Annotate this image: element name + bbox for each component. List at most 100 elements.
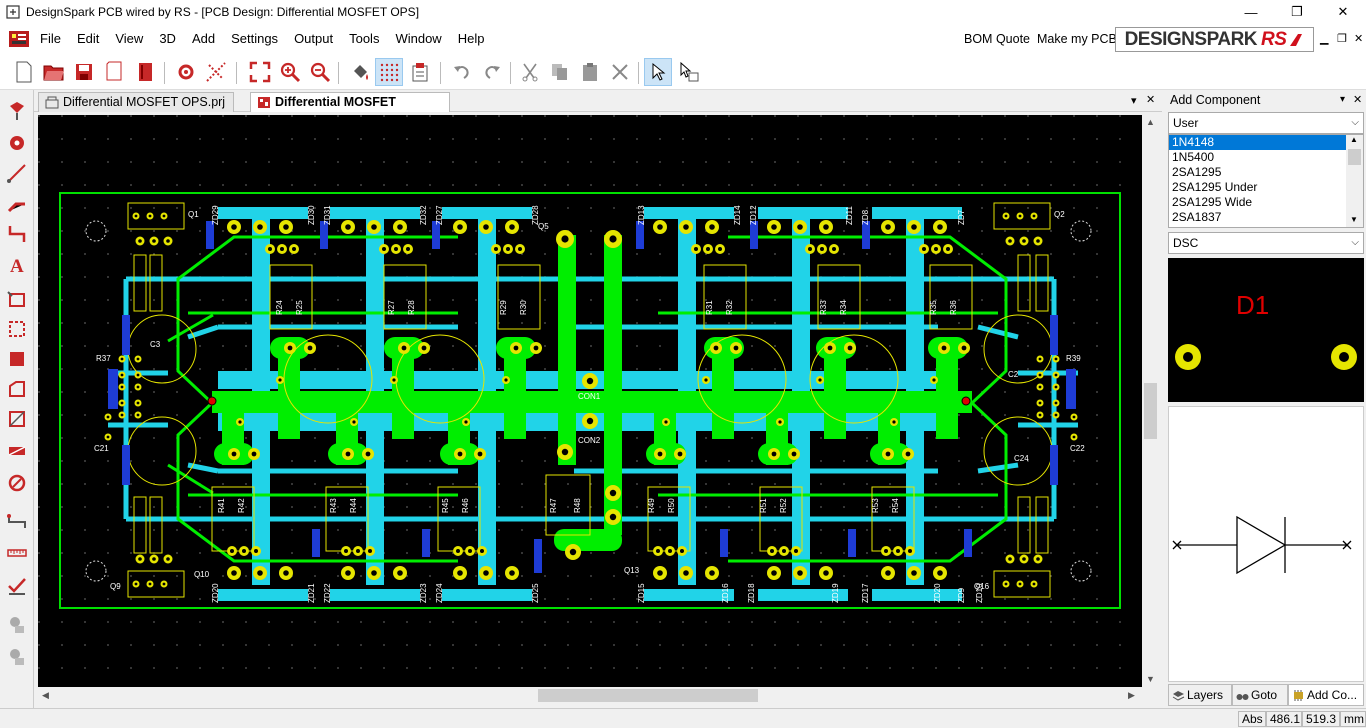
scroll-down-icon[interactable]: ▼ — [1146, 674, 1155, 684]
panel-pin-icon[interactable]: ▾ — [1340, 94, 1346, 105]
footprint-select[interactable]: DSC ⌵ — [1168, 232, 1364, 254]
route-tool-icon[interactable] — [4, 220, 30, 246]
scroll-right-icon[interactable]: ▶ — [1128, 690, 1135, 700]
menu-3d[interactable]: 3D — [159, 31, 176, 46]
connection-tool-icon[interactable] — [4, 160, 30, 186]
list-scroll-down-icon[interactable]: ▼ — [1350, 215, 1358, 224]
menu-output[interactable]: Output — [294, 31, 334, 46]
close-button[interactable]: ✕ — [1337, 4, 1349, 19]
save-icon[interactable] — [70, 58, 98, 86]
shape-tool-icon[interactable] — [4, 286, 30, 312]
tab-pcb-design[interactable]: Differential MOSFET OPS.pcb — [250, 92, 450, 128]
select-pointer-icon[interactable] — [644, 58, 672, 86]
board-outline-icon[interactable] — [4, 376, 30, 402]
keepout-tool-icon[interactable] — [4, 438, 30, 464]
properties-icon[interactable] — [406, 58, 434, 86]
menu-file[interactable]: File — [40, 31, 61, 46]
tab-add-component[interactable]: Add Co... — [1288, 684, 1364, 706]
track-tool-icon[interactable] — [4, 190, 30, 216]
make-my-pcb-link[interactable]: Make my PCB — [1037, 32, 1117, 46]
mdi-restore-button[interactable]: ❐ — [1337, 33, 1347, 45]
menu-settings[interactable]: Settings — [231, 31, 279, 46]
minimize-button[interactable]: — — [1244, 4, 1258, 20]
list-scrollbar[interactable]: ▲ ▼ — [1346, 135, 1363, 227]
zoom-in-icon[interactable] — [276, 58, 304, 86]
list-scroll-thumb[interactable] — [1348, 149, 1361, 165]
list-item[interactable]: 1N5400 — [1172, 150, 1215, 164]
interactive-route-icon[interactable] — [674, 58, 702, 86]
list-item[interactable]: 1N4148 — [1169, 135, 1347, 150]
pad-hole — [797, 570, 803, 576]
list-scroll-up-icon[interactable]: ▲ — [1350, 135, 1358, 144]
design-rules-icon[interactable] — [172, 58, 200, 86]
tab-goto[interactable]: Goto — [1232, 684, 1288, 706]
panel-close-icon[interactable]: ✕ — [1353, 94, 1363, 106]
tab-project[interactable]: Differential MOSFET OPS.prj — [38, 92, 234, 112]
text-tool-icon[interactable]: A — [4, 252, 30, 278]
silkscreen-label: R36 — [949, 300, 958, 315]
list-item[interactable]: 2SA1837 — [1172, 210, 1222, 224]
drc-check-icon[interactable] — [4, 572, 30, 598]
mdi-close-button[interactable]: ✕ — [1354, 33, 1364, 45]
component-tool-icon[interactable] — [4, 98, 30, 124]
maximize-button[interactable]: ❐ — [1291, 4, 1303, 19]
dimension-tool-icon[interactable] — [4, 508, 30, 534]
undo-icon[interactable] — [448, 58, 476, 86]
horizontal-scroll-thumb[interactable] — [538, 689, 758, 702]
list-item[interactable]: 2SA1295 Under — [1172, 180, 1258, 194]
paint-bucket-icon[interactable] — [346, 58, 374, 86]
zoom-out-icon[interactable] — [306, 58, 334, 86]
pad-hole — [120, 357, 124, 361]
circle-tool-icon[interactable] — [4, 470, 30, 496]
menu-add[interactable]: Add — [191, 31, 216, 46]
measure-tool-icon[interactable] — [4, 540, 30, 566]
tabs-close-icon[interactable]: ✕ — [1146, 94, 1156, 106]
cutout-tool-icon[interactable] — [4, 406, 30, 432]
tabs-menu-icon[interactable]: ▾ — [1131, 95, 1137, 107]
library-select[interactable]: User ⌵ — [1168, 112, 1364, 134]
app-menu-icon[interactable] — [8, 29, 30, 49]
pad-hole — [356, 549, 360, 553]
delete-icon[interactable] — [606, 58, 634, 86]
tab-layers[interactable]: Layers — [1168, 684, 1232, 706]
vertical-scroll-thumb[interactable] — [1144, 383, 1157, 439]
ratsnest-icon[interactable] — [202, 58, 230, 86]
library-book-icon[interactable] — [132, 58, 160, 86]
vertical-scrollbar[interactable]: ▲ ▼ — [1142, 115, 1159, 687]
page-icon[interactable] — [100, 58, 128, 86]
grid-toggle-icon[interactable] — [375, 58, 403, 86]
mdi-minimize-button[interactable]: ▁ — [1320, 33, 1329, 45]
pad-hole — [718, 247, 722, 251]
label-c22: C22 — [1070, 444, 1085, 453]
line-tool-icon[interactable] — [4, 316, 30, 342]
pad-hole — [704, 378, 708, 382]
menu-help[interactable]: Help — [457, 31, 485, 46]
bom-quote-link[interactable]: BOM Quote — [964, 32, 1030, 46]
pad-hole — [406, 247, 410, 251]
redo-icon[interactable] — [478, 58, 506, 86]
pad-hole — [394, 247, 398, 251]
pad-hole — [609, 489, 617, 497]
pad-tool-icon[interactable] — [4, 130, 30, 156]
list-item[interactable]: 2SA1295 — [1172, 165, 1222, 179]
new-file-icon[interactable] — [10, 58, 38, 86]
pad-hole — [148, 582, 152, 586]
menu-view[interactable]: View — [115, 31, 144, 46]
copper-area-icon[interactable] — [4, 346, 30, 372]
scroll-up-icon[interactable]: ▲ — [1146, 117, 1155, 127]
scroll-left-icon[interactable]: ◀ — [42, 690, 49, 700]
copy-icon[interactable] — [546, 58, 574, 86]
menu-window[interactable]: Window — [395, 31, 442, 46]
pcb-canvas[interactable]: Q1 Q5 Q2 Q9 Q10 Q13 Q16 R37 C3 C21 R39 C… — [38, 115, 1142, 687]
component-list[interactable]: 1N4148 1N5400 2SA1295 2SA1295 Under 2SA1… — [1168, 134, 1364, 228]
menu-edit[interactable]: Edit — [76, 31, 100, 46]
list-item[interactable]: 2SA1295 Wide — [1172, 195, 1253, 209]
horizontal-scrollbar[interactable]: ◀ ▶ — [38, 687, 1142, 704]
open-file-icon[interactable] — [40, 58, 68, 86]
menu-tools[interactable]: Tools — [349, 31, 380, 46]
zoom-fit-icon[interactable] — [246, 58, 274, 86]
cut-icon[interactable] — [516, 58, 544, 86]
silkscreen-label: ZD17 — [861, 583, 870, 603]
paste-icon[interactable] — [576, 58, 604, 86]
